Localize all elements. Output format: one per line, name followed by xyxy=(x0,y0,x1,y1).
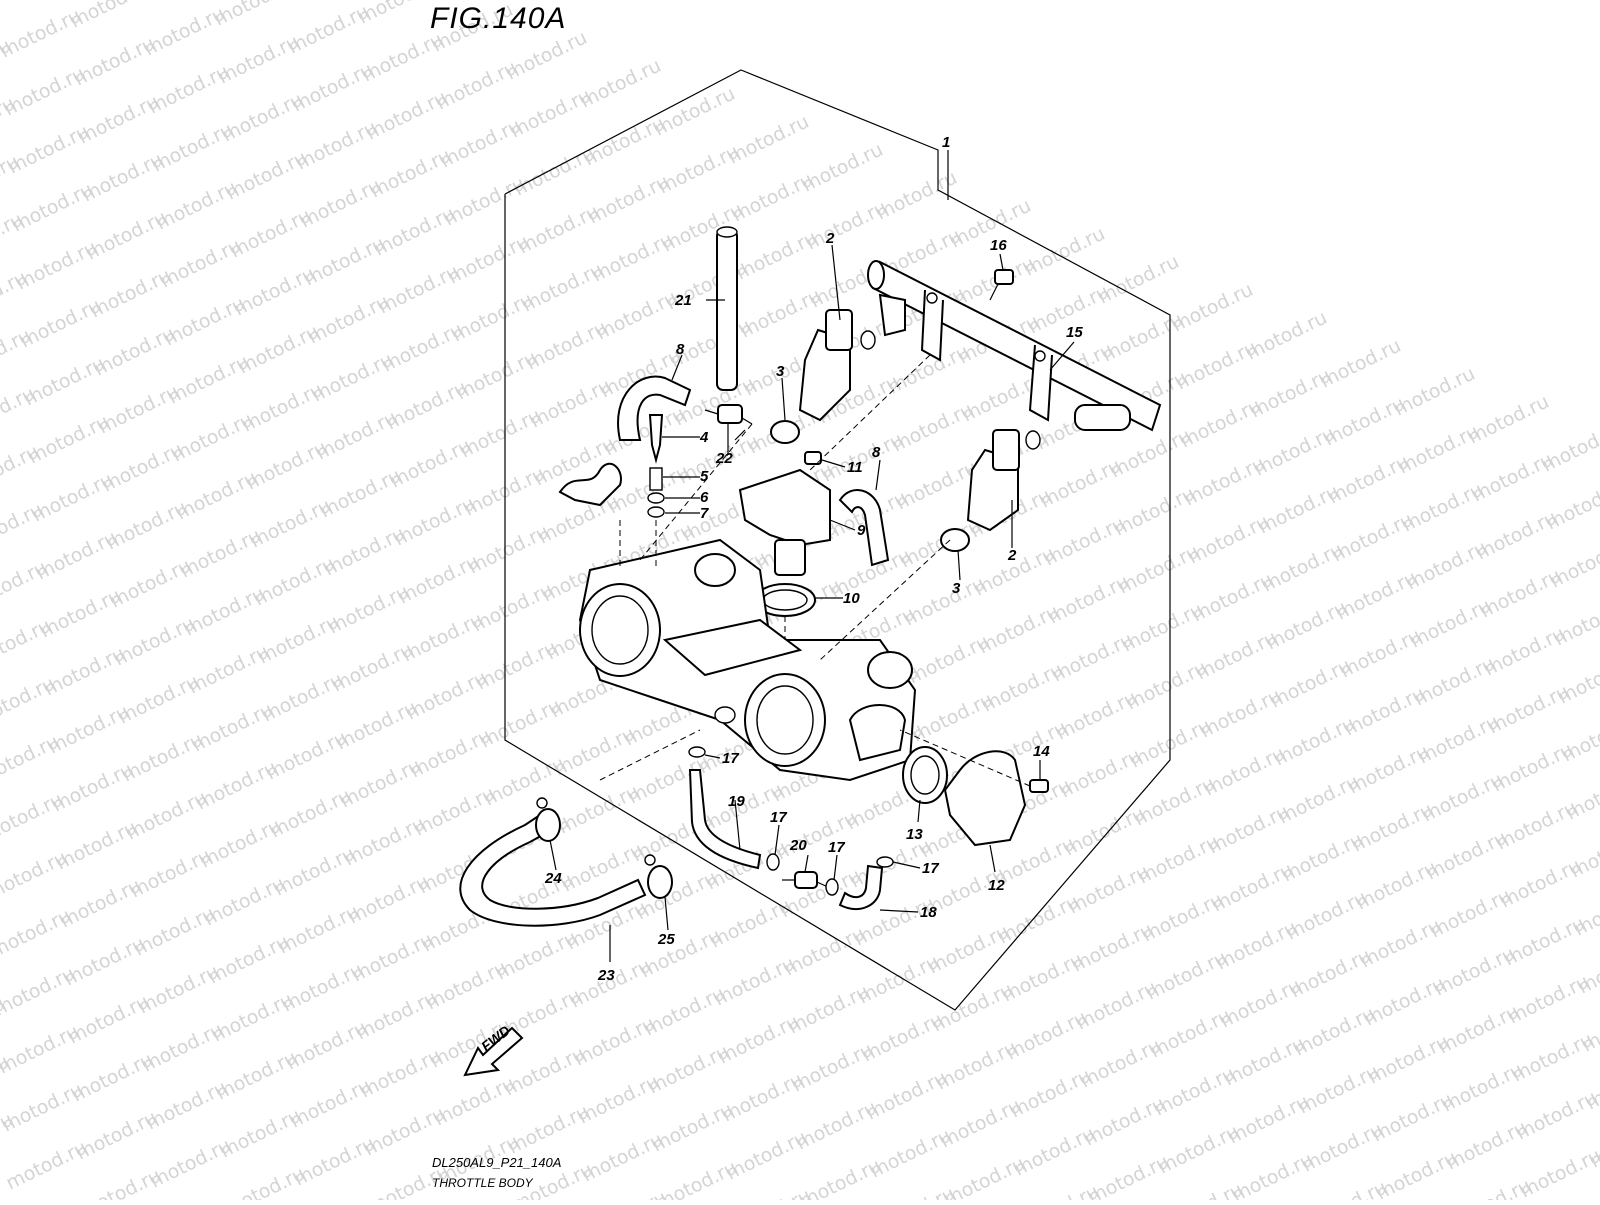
hose-21 xyxy=(717,227,737,390)
callout-25: 25 xyxy=(657,931,675,948)
callout-13: 13 xyxy=(906,826,923,843)
watermark-text: motod.ru xyxy=(0,731,63,789)
adjust-screw-set xyxy=(648,415,664,517)
watermark-text: motod.ru xyxy=(221,1163,309,1200)
callout-4: 4 xyxy=(699,429,709,446)
watermark-text: motod.ru xyxy=(0,963,79,1021)
callout-10: 10 xyxy=(843,590,860,607)
callout-1: 1 xyxy=(942,134,950,151)
watermark-text: motod.ru xyxy=(797,1155,885,1200)
watermark-text: motod.ru xyxy=(0,0,81,4)
watermark-text: motod.ru xyxy=(137,0,225,2)
watermark-text: motod.ru xyxy=(653,1157,741,1200)
watermark-text: motod.ru xyxy=(0,1021,83,1079)
watermark-text: motod.ru xyxy=(1159,1179,1247,1200)
callout-7: 7 xyxy=(700,505,709,522)
injector-cushion-upper xyxy=(771,421,799,443)
callout-18: 18 xyxy=(920,904,937,921)
watermark-text: motod.ru xyxy=(727,1185,815,1200)
callout-17-d: 17 xyxy=(922,860,939,877)
callout-22: 22 xyxy=(715,450,733,467)
callout-24: 24 xyxy=(544,870,562,887)
callout-8-upper: 8 xyxy=(676,341,685,358)
callout-9: 9 xyxy=(857,522,866,539)
callout-11: 11 xyxy=(847,459,863,476)
injector-cushion-lower xyxy=(941,529,969,551)
figure-code: DL250AL9_P21_140A xyxy=(432,1155,561,1170)
callout-8-right: 8 xyxy=(872,444,881,461)
watermark-text: motod.ru xyxy=(77,1165,165,1200)
watermark-text: motod.ru xyxy=(0,441,43,499)
callout-15: 15 xyxy=(1066,324,1083,341)
watermark-text: motod.ru xyxy=(1015,1181,1103,1200)
watermark-text: motod.ru xyxy=(871,1183,959,1200)
callout-21: 21 xyxy=(674,292,692,309)
callout-20: 20 xyxy=(789,837,807,854)
watermark-text: motod.ru xyxy=(0,673,59,731)
callout-6: 6 xyxy=(700,489,709,506)
watermark-text: motod.ru xyxy=(1447,1175,1535,1200)
watermark-text: motod.ru xyxy=(1591,1173,1600,1200)
screw-14 xyxy=(1030,780,1048,792)
watermark-text: motod.ru xyxy=(583,1187,671,1200)
callout-3-upper: 3 xyxy=(776,363,785,380)
clamp-24 xyxy=(536,798,560,841)
watermark-text: motod.ru xyxy=(0,499,47,557)
callout-16: 16 xyxy=(990,237,1007,254)
callout-2-upper: 2 xyxy=(825,230,835,247)
watermark-text: motod.ru xyxy=(0,615,55,673)
callout-19: 19 xyxy=(728,793,745,810)
figure-title: FIG.140A xyxy=(430,2,566,36)
figure-name: THROTTLE BODY xyxy=(432,1176,533,1190)
callout-17-b: 17 xyxy=(770,809,787,826)
watermark-text: motod.ru xyxy=(0,847,71,905)
clamp-25 xyxy=(645,855,672,898)
callout-17-a: 17 xyxy=(722,750,739,767)
callout-12: 12 xyxy=(988,877,1005,894)
callout-3-lower: 3 xyxy=(952,580,961,597)
watermark-text: motod.ru xyxy=(0,905,75,963)
callout-23: 23 xyxy=(597,967,615,984)
watermark-text: motod.ru xyxy=(0,789,67,847)
callout-17-c: 17 xyxy=(828,839,845,856)
watermark-text: motod.ru xyxy=(3,1137,91,1195)
callout-5: 5 xyxy=(700,468,709,485)
watermark-text: motod.ru xyxy=(0,383,39,441)
watermark-text: motod.ru xyxy=(0,557,51,615)
callout-2-lower: 2 xyxy=(1007,547,1017,564)
watermark-text: motod.ru xyxy=(0,0,11,34)
callout-14: 14 xyxy=(1033,743,1050,760)
ring-13 xyxy=(903,747,947,803)
watermark-text: motod.ru xyxy=(1303,1177,1391,1200)
